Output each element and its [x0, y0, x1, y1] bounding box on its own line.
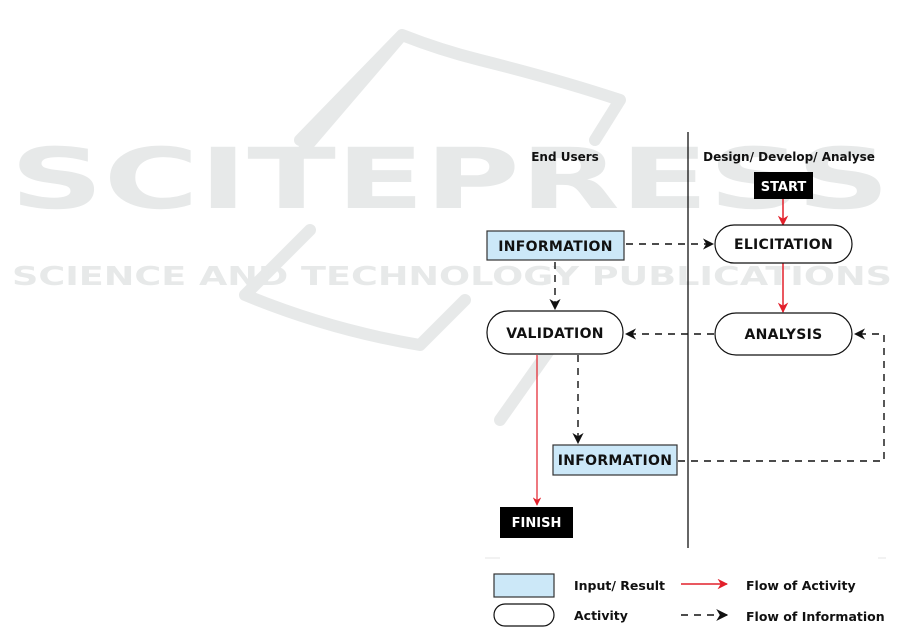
legend-input-swatch: [493, 573, 555, 598]
information-result-bottom: [552, 444, 678, 476]
legend-activity-swatch: [493, 603, 555, 627]
lane-title-design: Design/ Develop/ Analyse: [703, 150, 875, 164]
analysis-label: ANALYSIS: [744, 327, 822, 343]
watermark-subtitle: SCIENCE AND TECHNOLOGY PUBLICATIONS: [12, 262, 892, 292]
information-bottom-label: INFORMATION: [558, 453, 673, 469]
legend: Input/ Result Activity Flow of Activity …: [493, 573, 885, 627]
finish-label: FINISH: [512, 516, 562, 531]
information-input-top: [486, 230, 625, 261]
legend-activity-label: Activity: [574, 608, 628, 623]
watermark: SCITEPRESS SCIENCE AND TECHNOLOGY PUBLIC…: [10, 29, 892, 426]
information-top-label: INFORMATION: [498, 239, 613, 255]
watermark-title: SCITEPRESS: [10, 130, 890, 228]
legend-activity-flow-label: Flow of Activity: [746, 578, 856, 593]
watermark-book-outline: [239, 29, 626, 426]
finish-terminal: [500, 507, 573, 538]
elicitation-activity: [714, 224, 853, 264]
start-terminal: [754, 172, 813, 199]
lane-title-end-users: End Users: [531, 150, 599, 164]
validation-activity: [486, 310, 624, 355]
analysis-activity: [714, 312, 853, 356]
validation-label: VALIDATION: [506, 326, 604, 342]
start-label: START: [761, 180, 807, 195]
legend-input-label: Input/ Result: [574, 578, 665, 593]
legend-information-flow-label: Flow of Information: [746, 609, 885, 624]
elicitation-label: ELICITATION: [734, 237, 833, 253]
